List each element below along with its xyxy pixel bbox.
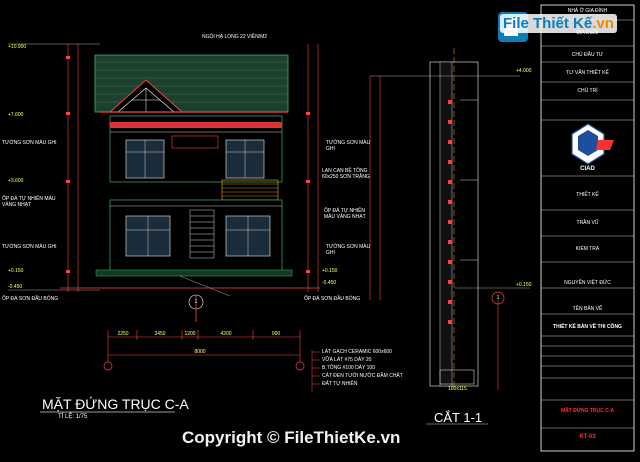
tb-drawing-name: MẶT ĐỨNG TRỤC C-A (560, 408, 615, 414)
elevation-scale: TỈ LỆ: 1/75 (58, 414, 88, 420)
tb-project: THIẾT KẾ BẢN VẼ THI CÔNG (553, 324, 622, 330)
watermark-copyright: Copyright © FileThietKe.vn (182, 428, 401, 447)
tb-line: NHÀ Ở GIA ĐÌNH (567, 8, 608, 14)
tb-line: KIỂM TRA (575, 246, 600, 252)
level-label: -0.450 (8, 284, 23, 290)
grid-markers (103, 361, 305, 371)
level-label: -0.450 (322, 280, 337, 286)
floor-layer-item: CÁT ĐEN TƯỚI NƯỚC ĐẦM CHẶT (322, 373, 403, 379)
dimension-lines (8, 43, 319, 292)
floor-layer-item: LÁT GẠCH CERAMIC 600x600 (322, 349, 392, 355)
section-cut-symbol (188, 294, 204, 322)
level-label: +7.600 (8, 112, 24, 118)
tb-line: TƯ VẤN THIẾT KẾ (566, 70, 609, 76)
bottom-dim-value: 2250 (117, 331, 129, 337)
company-logo (571, 123, 614, 165)
tb-line: TÊN BẢN VẼ (572, 306, 603, 312)
floor-layer-leader (311, 350, 320, 392)
tb-line: CHỦ ĐẦU TƯ (571, 52, 604, 58)
section-title: CẮT 1-1 (434, 410, 483, 425)
floor-layer-item: ĐẤT TỰ NHIÊN (322, 381, 358, 387)
section-level-top: +4.000 (516, 68, 532, 74)
bottom-dims (107, 330, 301, 362)
floor-layer-item: VỮA LÁT #75 DÀY 20 (322, 357, 372, 363)
section-bottom-label: 100x115 (448, 386, 467, 392)
right-material-label: ỐP ĐÁ TỰ NHIÊN MÀU VÀNG NHẠT (324, 208, 366, 220)
total-dim-value: 8000 (194, 349, 206, 355)
company-name: CIAD (580, 166, 595, 172)
right-material-label: ỐP ĐÁ SƠN ĐẦU BÓNG (304, 296, 361, 302)
bottom-dim-value: 4200 (220, 331, 232, 337)
section-1-1 (369, 48, 530, 425)
tb-line: THIẾT KẾ (576, 192, 599, 198)
ground-floor (60, 199, 320, 297)
level-label: +0.150 (8, 268, 24, 274)
bottom-dim-value: 1200 (184, 331, 196, 337)
section-grid-mark: 1 (496, 295, 500, 301)
tb-line: ĐỊA ĐIỂM (576, 30, 599, 36)
watermark-logo-suffix: .vn (592, 15, 614, 32)
upper-floor (109, 115, 283, 201)
watermark-logo-main: File Thiết Kế (503, 15, 593, 32)
tb-line: CHỦ TRÌ (577, 88, 598, 94)
watermark-logo-text: File Thiết Kế.vn (500, 14, 617, 33)
left-material-label: ỐP ĐÁ TỰ NHIÊN MÀU VÀNG NHẠT (2, 196, 56, 208)
right-material-label: TƯỜNG SƠN MÀU GHI (326, 140, 371, 152)
right-material-label: LAN CAN BÊ TÔNG 60x250 SƠN TRẮNG (322, 168, 370, 180)
tb-checker: TRẦN VŨ (576, 220, 599, 226)
section-mark: 1 (194, 299, 198, 305)
bottom-dim-value: 900 (271, 331, 281, 337)
floor-layer-item: B.TÔNG #100 DÀY 100 (322, 365, 375, 371)
tb-designer: NGUYỄN VIỆT ĐỨC (564, 280, 611, 286)
left-material-label: TƯỜNG SƠN MÀU GHI (2, 244, 57, 250)
level-label: +10.900 (8, 44, 27, 50)
left-material-label: TƯỜNG SƠN MÀU GHI (2, 140, 57, 146)
title-block-frame (540, 4, 635, 452)
right-material-label: TƯỜNG SƠN MÀU GHI (326, 244, 371, 256)
roof-note: NGÓI HẠ LONG 22 VIÊN/M2 (202, 34, 268, 40)
tb-sheet-no: KT-03 (579, 434, 596, 440)
left-material-label: ỐP ĐÁ SƠN ĐẦU BÓNG (2, 296, 59, 302)
level-label: +3.600 (8, 178, 24, 184)
section-level-bottom: +0.150 (516, 282, 532, 288)
elevation-title: MẶT ĐỨNG TRỤC C-A (42, 396, 189, 412)
level-label: +0.150 (322, 268, 338, 274)
roof (94, 54, 289, 113)
bottom-dim-value: 3450 (154, 331, 166, 337)
